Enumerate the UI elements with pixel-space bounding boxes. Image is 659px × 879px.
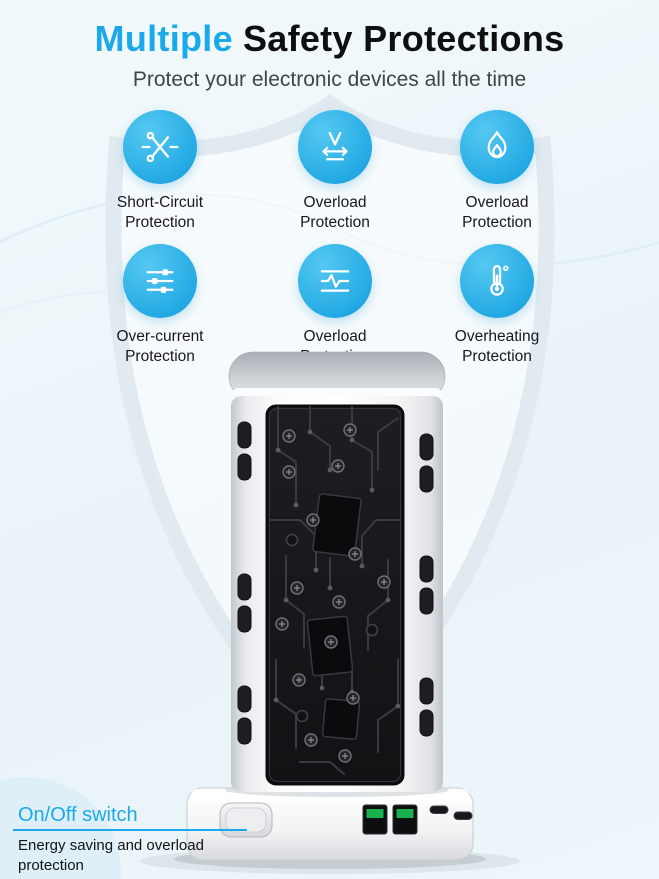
usb-c-port-1 <box>429 805 449 814</box>
feature-over-current: Over-current Protection <box>80 244 240 368</box>
feature-overload-voltage: Overload Protection <box>255 110 415 234</box>
power-button <box>219 802 273 838</box>
circuit-window <box>265 404 405 786</box>
feature-label: Overload Protection <box>300 194 370 232</box>
feature-overheating: Overheating Protection <box>417 244 577 368</box>
circuit-chips <box>306 493 362 740</box>
circuit-capacitors <box>285 533 379 723</box>
on-off-switch-label: On/Off switch <box>18 804 138 826</box>
title-rest: Safety Protections <box>242 18 565 59</box>
circuit-traces <box>269 406 401 775</box>
feature-label: Over-current Protection <box>116 328 204 366</box>
feature-overload-pulse: Overload Protection <box>255 244 415 368</box>
outlet-slot <box>419 433 434 461</box>
outlet-slots-right <box>419 433 434 737</box>
feature-label: Overload Protection <box>462 194 532 232</box>
overload-flame-icon <box>460 110 534 184</box>
outlet-slot <box>419 465 434 493</box>
tower-body <box>231 388 443 792</box>
outlet-slot <box>419 677 434 705</box>
outlet-slot <box>419 709 434 737</box>
outlet-slot <box>419 587 434 615</box>
overload-voltage-icon <box>298 110 372 184</box>
usb-a-port-2 <box>392 804 418 835</box>
usb-c-port-2 <box>453 811 473 820</box>
outlet-slot <box>237 453 252 481</box>
over-current-icon <box>123 244 197 318</box>
outlet-slot <box>419 555 434 583</box>
outlet-slot <box>237 573 252 601</box>
title-highlight: Multiple <box>94 18 233 59</box>
feature-short-circuit: Short-Circuit Protection <box>80 110 240 234</box>
feature-label: Overheating Protection <box>454 328 540 366</box>
feature-overload-flame: Overload Protection <box>417 110 577 234</box>
overheating-icon <box>460 244 534 318</box>
circuit-board <box>269 406 401 775</box>
on-off-switch-description: Energy saving and overload protection <box>18 837 204 875</box>
outlet-slots-left <box>237 421 252 745</box>
feature-label: Overload Protection <box>300 328 370 366</box>
outlet-slot <box>237 605 252 633</box>
outlet-slot <box>237 717 252 745</box>
annotation-pointer-line <box>13 829 247 831</box>
outlet-slot <box>237 685 252 713</box>
usb-a-port-1 <box>362 804 388 835</box>
subtitle: Protect your electronic devices all the … <box>132 68 527 91</box>
outlet-slot <box>237 421 252 449</box>
short-circuit-icon <box>123 110 197 184</box>
circuit-screws <box>275 423 391 763</box>
overload-pulse-icon <box>298 244 372 318</box>
feature-label: Short-Circuit Protection <box>116 194 204 232</box>
circuit-vias <box>273 429 401 709</box>
base <box>186 783 474 861</box>
